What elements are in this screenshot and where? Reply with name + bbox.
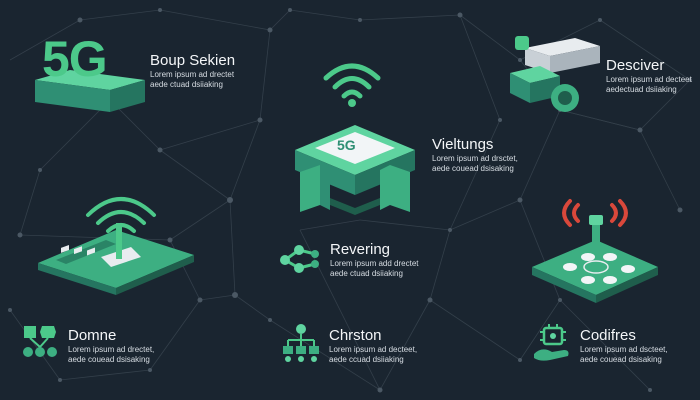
- chip-label: 5G: [337, 137, 356, 153]
- wifi-signal-icon: [323, 63, 381, 107]
- feature-desc-line2: aede couead dsisaking: [580, 355, 662, 364]
- feature-title: Vieltungs: [432, 136, 494, 153]
- feature-vieltungs: Vieltungs Lorem ipsum ad drsctet, aede c…: [432, 136, 518, 174]
- feature-desc-line1: Lorem ipsum ad decteet,: [329, 345, 418, 354]
- feature-title: Codifres: [580, 327, 636, 344]
- feature-desc-line1: Lorem ipsum ad drsctet,: [432, 154, 518, 163]
- 5g-platform-icon: [35, 70, 145, 112]
- circuit-hand-icon: [534, 324, 569, 361]
- feature-domne: Domne Lorem ipsum ad drectet, aede couea…: [68, 327, 154, 365]
- feature-desc-line2: aede couead dsisaking: [432, 164, 514, 173]
- feature-chrston: Chrston Lorem ipsum ad decteet, aede ccu…: [329, 327, 417, 365]
- feature-title: Revering: [330, 241, 391, 258]
- feature-desc-line1: Lorem ipsum ad drectet: [150, 70, 235, 79]
- module-nodes-icon: [23, 326, 57, 357]
- feature-desc-line1: Lorem ipsum ad dscteet,: [580, 345, 668, 354]
- feature-desc-line2: aedectuad dsiiaking: [606, 85, 677, 94]
- feature-desc-line2: aede ccuad dsiiaking: [329, 355, 404, 364]
- feature-desc-line1: Lorem ipsum ad decteet: [606, 75, 692, 84]
- feature-revering: Revering Lorem ipsum add drectet aede ct…: [330, 241, 419, 279]
- feature-desc-line1: Lorem ipsum ad drectet,: [68, 345, 155, 354]
- feature-codifres: Codifres Lorem ipsum ad dscteet, aede co…: [580, 327, 668, 365]
- feature-title: Desciver: [606, 57, 665, 74]
- feature-title: Domne: [68, 327, 117, 344]
- feature-boup-sekien: Boup Sekien Lorem ipsum ad drectet aede …: [150, 52, 235, 90]
- hierarchy-icon: [283, 324, 319, 362]
- robotic-device-icon: [510, 36, 600, 112]
- sensor-grid-icon: [532, 199, 658, 303]
- feature-desc-line2: aede ctuad dsiiaking: [150, 80, 223, 89]
- feature-title: Chrston: [329, 327, 382, 344]
- network-nodes-icon: [280, 245, 319, 273]
- feature-desciver: Desciver Lorem ipsum ad decteet aedectua…: [606, 57, 692, 95]
- feature-desc-line1: Lorem ipsum add drectet: [330, 259, 419, 268]
- feature-desc-line2: aede ctuad dsiiaking: [330, 269, 403, 278]
- router-icon: [38, 197, 194, 295]
- 5g-badge: 5G: [42, 31, 108, 87]
- 5g-chip-icon: [295, 125, 415, 215]
- feature-title: Boup Sekien: [150, 52, 236, 69]
- feature-desc-line2: aede couead dsisaking: [68, 355, 150, 364]
